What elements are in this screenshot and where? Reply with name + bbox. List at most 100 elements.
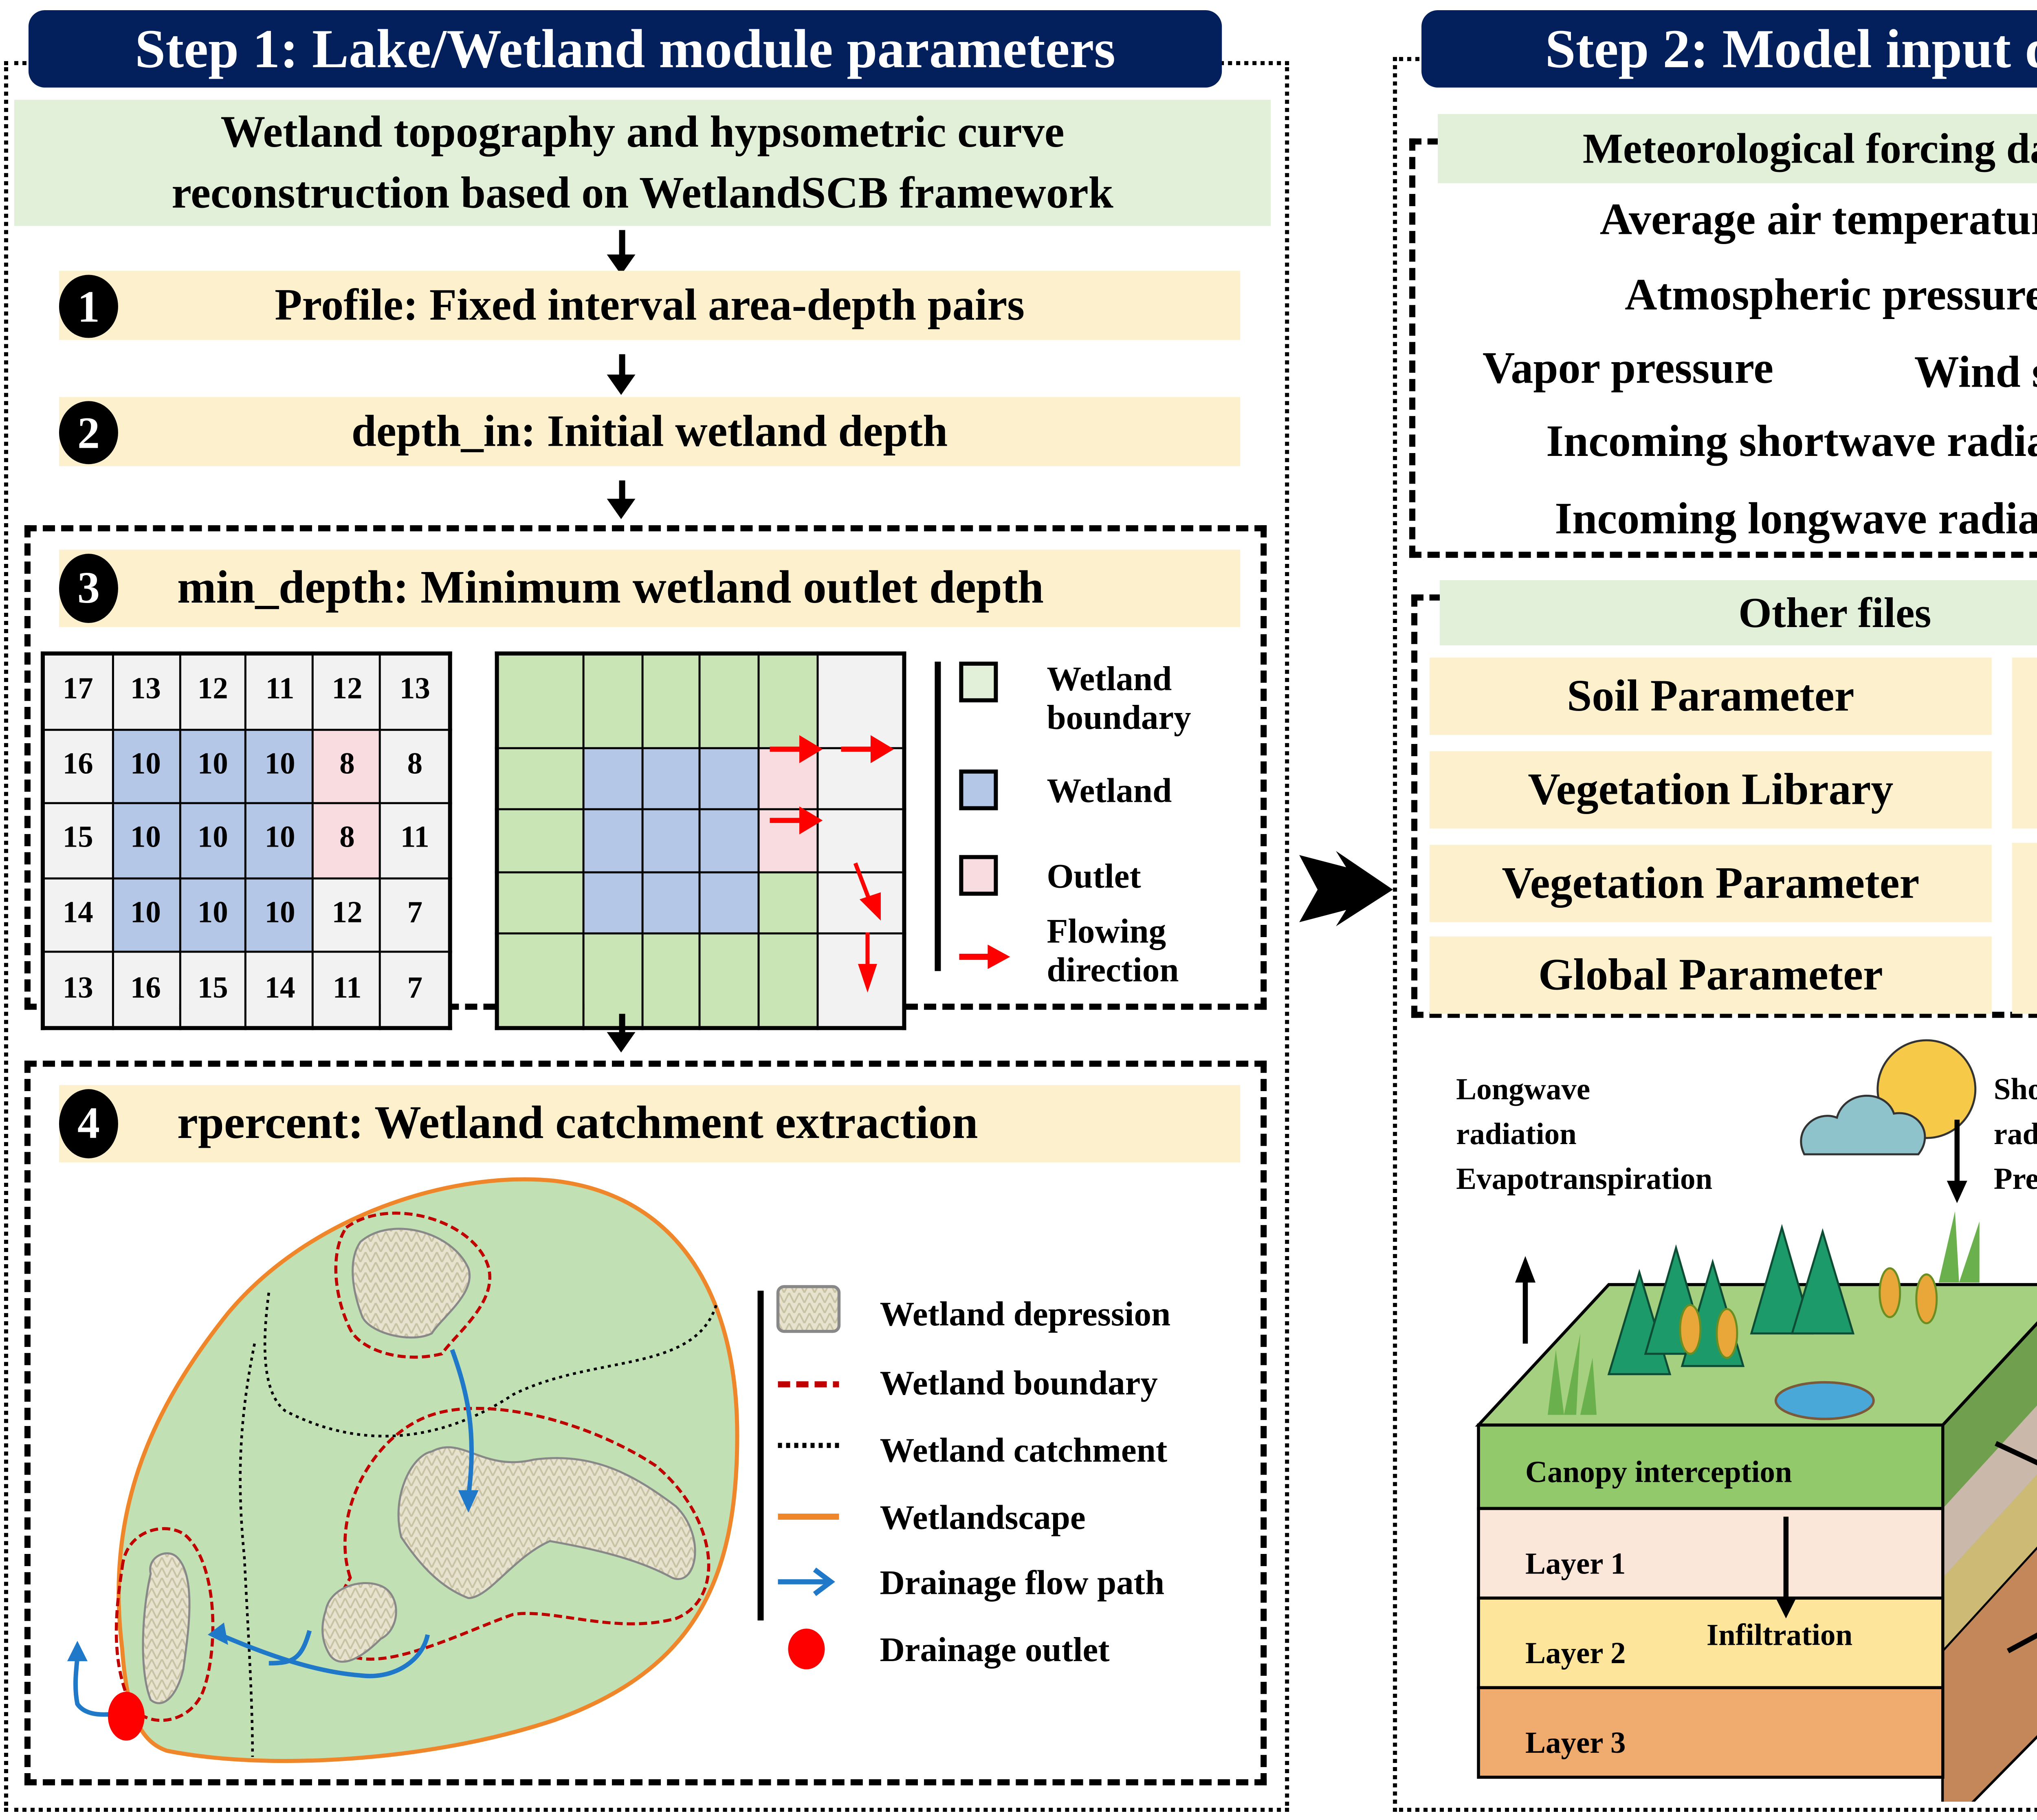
param-rpercent-label: rpercent: Wetland catchment extraction [177,1097,978,1149]
elevation-cell: 11 [245,652,315,731]
elevation-cell: 10 [111,876,180,953]
baseflow-arrow-icon [2006,1632,2037,1653]
legend-wboundary-text: Wetland boundary [880,1364,1158,1403]
file-vegetation-library: Vegetation Library [1430,751,1992,829]
infiltration-label: Infiltration [1706,1620,1853,1653]
catchment-legend-divider [757,1290,764,1621]
legend-wetland-text: Wetland [1047,771,1172,810]
class-cell [699,746,760,811]
wetland-boundary [331,1407,711,1661]
met-wind-speed: Wind speed [1914,346,2037,397]
file-global-parameter: Global Parameter [1430,936,1992,1014]
step1-intro-line2: reconstruction based on WetlandSCB frame… [172,167,1113,218]
elevation-cell: 16 [111,951,180,1029]
side-layer2 [1942,1474,2037,1651]
elevation-cell: 10 [178,876,248,953]
wetland-depression [352,1228,471,1339]
file-vegetation-parameter: Vegetation Parameter [1430,845,1992,922]
elevation-cell: 10 [245,876,315,953]
class-cell [699,871,760,935]
drainage-flow-path [73,1349,474,1717]
elevation-cell: 15 [178,951,248,1029]
class-cell [583,933,644,1029]
land-surface-diagram [1475,1039,2037,1802]
legend-depression-swatch [776,1285,841,1333]
pond-icon [1774,1381,1875,1420]
legend-catchment-text: Wetland catchment [880,1431,1168,1470]
elevation-cell: 15 [42,803,113,879]
class-cell [496,808,585,873]
legend-wetlandscape-text: Wetlandscape [880,1498,1086,1537]
grid-row [496,933,905,1029]
param-min-depth: min_depth: Minimum wetland outlet depth [59,550,1241,627]
elevation-cell: 13 [380,652,451,731]
class-cell [496,871,585,935]
shortwave-label: ShortwaveradiationPrecipitation [1993,1075,2037,1197]
class-cell [641,652,702,748]
layer2-label: Layer 2 [1525,1639,1626,1672]
flow-arrowhead-icon [458,1490,479,1513]
file-wetland-files: Wetlandfiles [2012,657,2037,829]
wetland-depression [397,1446,696,1599]
runoff-arrow-icon [1995,1441,2037,1466]
param-depth-in: depth_in: Initial wetland depth [59,397,1241,467]
flow-arrow-icon [859,892,881,921]
file-soil-parameter: Soil Parameter [1430,657,1992,735]
class-cell [583,808,644,873]
elevation-cell: 13 [111,652,180,731]
elevation-cell: 8 [312,728,382,805]
elevation-cell: 10 [178,803,248,879]
step2-banner: Step 2: Model input data [1421,10,2037,88]
met-vapor-pressure: Vapor pressure [1483,342,1774,393]
canopy-layer [1477,1423,1945,1510]
class-cell [496,746,585,811]
grid-row [496,652,905,748]
catchment-map [67,1177,739,1763]
flow-arrow-icon [858,964,877,993]
param-depth-in-label: depth_in: Initial wetland depth [351,405,948,456]
elevation-cell: 10 [245,728,315,805]
legend-depression-text: Wetland depression [880,1294,1171,1334]
met-longwave: Incoming longwave radiation [1555,493,2037,544]
canopy-label: Canopy interception [1525,1457,1792,1490]
elevation-cell: 10 [111,728,180,805]
class-cell [583,871,644,935]
elevation-cell: 13 [42,951,113,1029]
layer3-label: Layer 3 [1525,1728,1626,1761]
catchment-divide-line [263,1292,718,1438]
legend-divider [935,661,941,971]
wetland-depression [321,1582,397,1663]
elevation-cell: 11 [312,951,382,1029]
elevation-cell: 14 [42,876,113,953]
step1-intro-line1: Wetland topography and hypsometric curve [220,106,1065,157]
class-cell [641,746,702,811]
elevation-cell: 10 [245,803,315,879]
soil-layer-2 [1477,1596,1945,1689]
soil-layer-3 [1477,1686,1945,1779]
class-cell [583,746,644,811]
param-profile: Profile: Fixed interval area-depth pairs [59,271,1241,340]
met-atmospheric-pressure: Atmospheric pressure [1625,268,2037,320]
other-files-header: Other files [1440,580,2037,645]
flow-arrowhead-icon [67,1641,88,1662]
class-cell [641,933,702,1029]
class-cell [641,808,702,873]
legend-outlet-text: Outlet [1047,857,1141,896]
met-air-temperature: Average air temperature [1599,193,2037,244]
class-cell [816,808,905,873]
class-cell [583,652,644,748]
class-cell [757,933,818,1029]
flow-arrow-icon [799,735,823,764]
wetland-boundary [114,1527,215,1722]
elevation-cell: 10 [111,803,180,879]
class-cell [757,871,818,935]
met-shortwave: Incoming shortwave radiation [1546,415,2037,467]
grass-icon [1548,1211,1980,1415]
